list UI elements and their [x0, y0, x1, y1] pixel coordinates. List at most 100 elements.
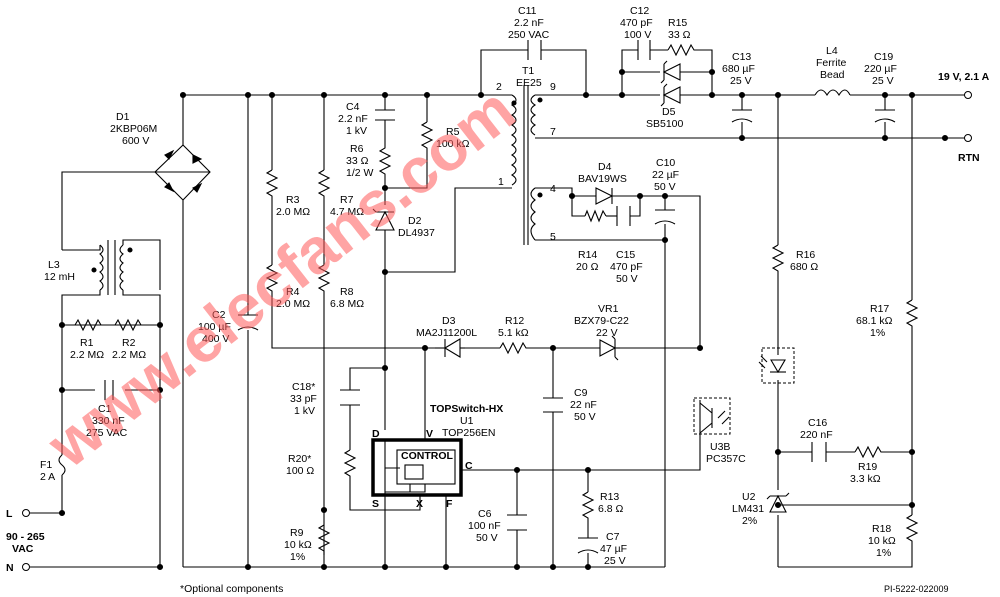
label-r18-tolerance: 1% [876, 547, 891, 559]
label-r3-value: 2.0 MΩ [276, 206, 310, 218]
shunt-regulator-u2 [766, 492, 790, 513]
pin-t1-2: 2 [496, 81, 502, 93]
label-vr1-part: BZX79-C22 [574, 315, 629, 327]
resistor-r5 [420, 121, 434, 150]
footnote: *Optional components [180, 583, 283, 595]
label-r18-value: 10 kΩ [868, 535, 896, 547]
pin-f: F [446, 498, 453, 510]
zener-vr1 [599, 335, 620, 361]
label-c2-ref: C2 [212, 309, 226, 321]
label-r6-ref: R6 [350, 143, 364, 155]
label-u2-tolerance: 2% [742, 515, 757, 527]
pin-s: S [372, 498, 379, 510]
pin-t1-7: 7 [550, 126, 556, 138]
label-c1-rating: 275 VAC [86, 427, 128, 439]
label-u1-ref: U1 [460, 415, 474, 427]
label-u1-family: TOPSwitch-HX [430, 403, 503, 415]
label-t1-ref: T1 [522, 65, 534, 77]
return-label: RTN [958, 152, 980, 164]
label-c18-value: 33 pF [290, 393, 317, 405]
capacitor-c12 [637, 40, 651, 60]
label-c2-rating: 400 V [202, 333, 229, 345]
wiring [30, 49, 968, 568]
label-d2-part: DL4937 [398, 227, 435, 239]
label-r2-ref: R2 [122, 337, 136, 349]
input-type-label: VAC [12, 543, 34, 555]
label-d5-part: SB5100 [646, 118, 684, 130]
terminal-labels: 19 V, 2.1 A RTN L N 90 - 265 VAC [6, 71, 990, 574]
inductor-l4 [814, 89, 851, 97]
label-d5-ref: D5 [662, 106, 676, 118]
label-u1-part: TOP256EN [442, 427, 496, 439]
label-c10-ref: C10 [656, 157, 675, 169]
label-r9-value: 10 kΩ [284, 539, 312, 551]
label-c2-value: 100 µF [198, 321, 231, 333]
diode-d2 [372, 208, 395, 235]
label-r16-value: 680 Ω [790, 261, 818, 273]
label-r19-ref: R19 [858, 461, 877, 473]
pin-x: X [416, 498, 423, 510]
label-d3-part: MA2J11200L [416, 327, 477, 339]
resistor-r19 [854, 445, 885, 459]
label-r2-value: 2.2 MΩ [112, 349, 146, 361]
label-vr1-rating: 22 V [596, 327, 618, 339]
junctions [58, 68, 949, 571]
label-r1-value: 2.2 MΩ [70, 349, 104, 361]
label-vr1-ref: VR1 [598, 303, 619, 315]
label-r3-ref: R3 [286, 194, 300, 206]
label-r13-ref: R13 [600, 491, 619, 503]
drawing-id: PI-5222-022009 [884, 584, 949, 594]
label-r13-value: 6.8 Ω [598, 503, 624, 515]
resistor-r7 [317, 169, 331, 200]
label-c9-value: 22 nF [570, 399, 597, 411]
label-d1-part: 2KBP06M [110, 123, 157, 135]
capacitor-c9 [543, 397, 563, 413]
capacitor-c11 [527, 40, 542, 60]
capacitor-c18 [340, 389, 360, 406]
capacitor-c13 [731, 109, 753, 123]
label-c7-value: 47 µF [600, 543, 627, 555]
pin-c: C [465, 460, 473, 472]
label-r9-ref: R9 [290, 527, 304, 539]
resistor-r6 [378, 138, 392, 180]
label-c1-ref: C1 [98, 403, 112, 415]
resistor-r15 [667, 43, 695, 57]
resistor-r8 [317, 264, 331, 295]
label-c12-value: 470 pF [620, 17, 653, 29]
resistor-r20 [343, 449, 357, 480]
optocoupler-led [758, 347, 795, 384]
label-c11-rating: 250 VAC [508, 29, 550, 41]
label-c7-rating: 25 V [604, 555, 626, 567]
label-d1-ref: D1 [116, 111, 130, 123]
label-l4-ref: L4 [826, 45, 838, 57]
label-r20-ref: R20* [288, 453, 311, 465]
label-c13-ref: C13 [732, 51, 751, 63]
capacitor-c10 [654, 209, 676, 225]
resistor-r18 [905, 514, 919, 545]
label-r5-value: 100 kΩ [436, 138, 470, 150]
label-c15-value: 470 pF [610, 261, 643, 273]
label-d1-rating: 600 V [122, 135, 149, 147]
label-c12-ref: C12 [630, 5, 649, 17]
label-r8-ref: R8 [340, 286, 354, 298]
resistor-r4 [265, 264, 279, 295]
resistor-r16 [771, 244, 785, 280]
label-c16-value: 220 nF [800, 429, 833, 441]
pin-v: V [426, 428, 433, 440]
capacitor-c2 [237, 314, 259, 331]
capacitor-c1 [95, 380, 125, 400]
resistor-r3 [265, 169, 279, 200]
label-c16-ref: C16 [808, 417, 827, 429]
diode-d5 [660, 60, 684, 107]
label-c19-rating: 25 V [872, 75, 894, 87]
pin-t1-4: 4 [550, 183, 556, 195]
label-c1-value: 330 nF [92, 415, 125, 427]
diode-d3 [435, 338, 465, 358]
capacitor-c15 [616, 206, 631, 226]
label-u3b-part: PC357C [706, 453, 746, 465]
label-r1-ref: R1 [80, 337, 94, 349]
label-r6-rating: 1/2 W [346, 167, 374, 179]
label-r14-value: 20 Ω [576, 261, 599, 273]
